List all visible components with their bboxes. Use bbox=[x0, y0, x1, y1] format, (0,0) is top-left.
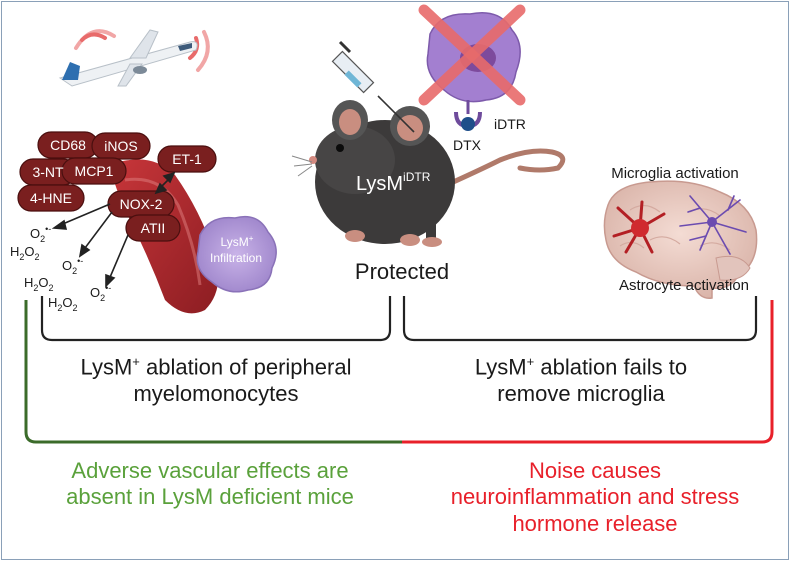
infiltration-label-line1: LysM+ bbox=[221, 234, 254, 249]
crossed-cell-icon bbox=[418, 4, 526, 106]
label-inos: iNOS bbox=[104, 138, 137, 154]
ros-peroxide-1: H2O2 bbox=[10, 244, 40, 262]
label-3nt: 3-NT bbox=[32, 164, 64, 180]
mouse-label: LysMiDTR bbox=[356, 170, 431, 195]
outcome-rail-green bbox=[24, 300, 402, 444]
badge-inos bbox=[91, 132, 151, 160]
badge-4hne bbox=[17, 184, 85, 212]
bracket-left bbox=[40, 296, 392, 342]
label-atii: ATII bbox=[141, 220, 166, 236]
label-cd68: CD68 bbox=[50, 137, 86, 153]
outcome-right-line2: neuroinflammation and stress bbox=[450, 484, 740, 510]
idtr-label: iDTR bbox=[494, 116, 526, 132]
ros-arrows bbox=[51, 171, 176, 288]
infiltration-label-line2: Infiltration bbox=[210, 251, 262, 265]
badge-et1 bbox=[157, 145, 217, 173]
ros-peroxide-3: H2O2 bbox=[48, 295, 78, 313]
right-bracket-caption: LysM+ ablation fails to remove microglia bbox=[404, 354, 758, 407]
outcome-right-line3: hormone release bbox=[512, 510, 678, 536]
astrocyte-icon bbox=[612, 200, 666, 254]
badge-atii bbox=[125, 214, 181, 242]
mouse-illustration bbox=[291, 100, 566, 247]
microglia-icon bbox=[679, 195, 747, 255]
left-bracket-caption-line2: myelomonocytes bbox=[133, 380, 299, 406]
left-bracket-caption: LysM+ ablation of peripheral myelomonocy… bbox=[40, 354, 392, 407]
left-bracket-caption-line1: LysM+ ablation of peripheral bbox=[80, 354, 352, 380]
ros-superoxide-1: O2•- bbox=[30, 224, 51, 244]
ros-superoxide-2: O2•- bbox=[62, 256, 83, 276]
label-et1: ET-1 bbox=[172, 151, 202, 167]
label-mcp1: MCP1 bbox=[75, 163, 114, 179]
ros-labels: O2•- H2O2 O2•- H2O2 O2•- H2O2 bbox=[10, 224, 111, 313]
outcome-left-line2: absent in LysM deficient mice bbox=[66, 484, 354, 510]
airplane-icon bbox=[58, 29, 210, 87]
right-bracket-caption-line2: remove microglia bbox=[497, 380, 665, 406]
infiltrating-cell bbox=[196, 215, 277, 293]
label-nox2: NOX-2 bbox=[120, 196, 163, 212]
badge-mcp1 bbox=[61, 157, 127, 185]
label-4hne: 4-HNE bbox=[30, 190, 72, 206]
ros-superoxide-3: O2•- bbox=[90, 283, 111, 303]
bracket-right bbox=[402, 296, 758, 342]
outcome-right-line1: Noise causes bbox=[528, 458, 662, 483]
dtx-label: DTX bbox=[453, 137, 482, 153]
astrocyte-activation-label: Astrocyte activation bbox=[619, 277, 749, 294]
receptor-icon bbox=[454, 100, 482, 131]
ros-peroxide-2: H2O2 bbox=[24, 275, 54, 293]
outcome-right: Noise causes neuroinflammation and stres… bbox=[404, 458, 786, 537]
microglia-activation-label: Microglia activation bbox=[611, 165, 739, 182]
outcome-left: Adverse vascular effects are absent in L… bbox=[14, 458, 406, 511]
outcome-left-line1: Adverse vascular effects are bbox=[71, 458, 349, 483]
protected-label: Protected bbox=[355, 259, 449, 284]
right-bracket-caption-line1: LysM+ ablation fails to bbox=[474, 354, 688, 380]
outcome-rail-red bbox=[402, 300, 774, 444]
protein-badges bbox=[17, 131, 217, 242]
syringe-icon bbox=[331, 40, 415, 133]
